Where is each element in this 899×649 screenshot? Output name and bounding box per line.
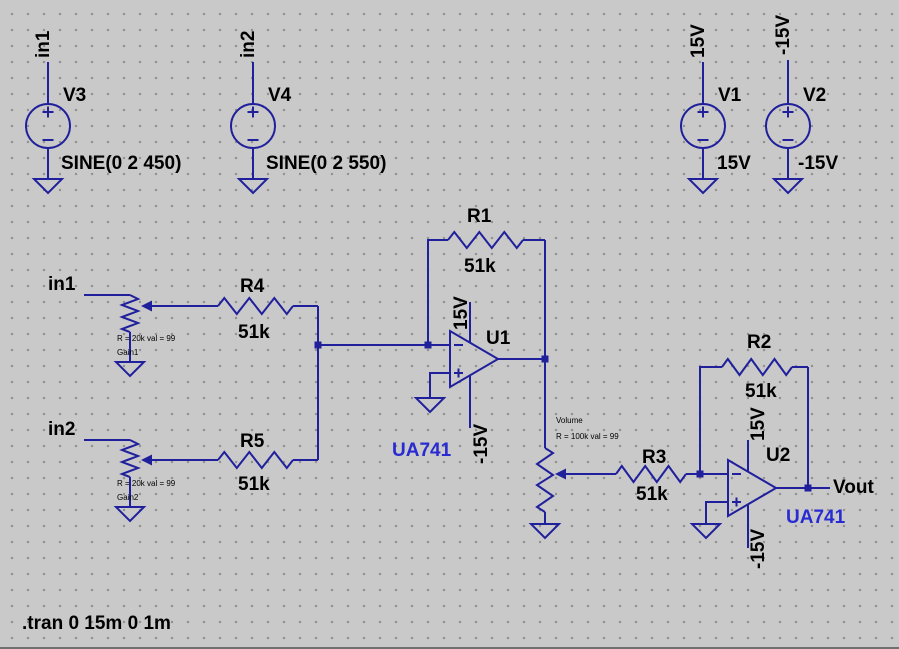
- voltage-source-v1[interactable]: 15V V1 15V: [680, 24, 751, 195]
- ground-icon[interactable]: [686, 178, 720, 195]
- net-label-vplus[interactable]: 15V: [748, 407, 769, 441]
- resistor-body[interactable]: [119, 439, 141, 478]
- resistor-r5[interactable]: R5 51k: [217, 431, 318, 495]
- ground-icon[interactable]: [689, 523, 723, 540]
- resistor-r4[interactable]: R4 51k: [217, 276, 318, 343]
- noninverting-input-icon: [454, 368, 463, 378]
- source-name[interactable]: V2: [803, 85, 826, 106]
- spice-directive[interactable]: .tran 0 15m 0 1m: [22, 613, 171, 634]
- opamp-name[interactable]: U1: [486, 328, 511, 349]
- source-value[interactable]: SINE(0 2 450): [61, 153, 181, 174]
- ground-icon[interactable]: [528, 523, 562, 540]
- voltage-source-v2[interactable]: -15V V2 -15V: [765, 15, 838, 195]
- pot-gain2[interactable]: in2 R = 20k val = 99 Gain2: [48, 419, 218, 523]
- pot-params[interactable]: R = 100k val = 99: [556, 432, 619, 441]
- resistor-value[interactable]: 51k: [238, 474, 270, 495]
- resistor-name[interactable]: R2: [747, 332, 771, 353]
- net-label-vminus[interactable]: -15V: [471, 424, 492, 464]
- resistor-value[interactable]: 51k: [464, 256, 496, 277]
- source-value[interactable]: 15V: [717, 153, 751, 174]
- plus-sign-icon: [42, 106, 54, 118]
- wire[interactable]: [429, 372, 450, 398]
- net-label-15v-top[interactable]: 15V: [688, 24, 709, 58]
- resistor-body[interactable]: [217, 450, 294, 470]
- pot-name[interactable]: Gain2: [117, 493, 139, 502]
- pot-params[interactable]: R = 20k val = 99: [117, 479, 176, 488]
- pot-volume[interactable]: Volume R = 100k val = 99: [528, 416, 619, 540]
- ground-icon[interactable]: [413, 397, 447, 414]
- net-label-minus15v-top[interactable]: -15V: [773, 15, 794, 55]
- resistor-body[interactable]: [217, 296, 294, 316]
- wire[interactable]: [699, 366, 722, 474]
- junction-dot: [696, 470, 704, 478]
- net-label-in1-top[interactable]: in1: [33, 30, 54, 58]
- wiper-arrow-icon: [555, 468, 566, 480]
- resistor-value[interactable]: 51k: [238, 322, 270, 343]
- voltage-source-v3[interactable]: in1 V3 SINE(0 2 450): [25, 30, 181, 195]
- plus-sign-icon: [697, 106, 709, 118]
- pot-gain1[interactable]: in1 R = 20k val = 99 Gain1: [48, 274, 218, 378]
- wiper-arrow-icon: [141, 454, 152, 466]
- wire[interactable]: [427, 239, 448, 345]
- pot-name[interactable]: Volume: [556, 416, 583, 425]
- wiper-arrow-icon: [141, 300, 152, 312]
- resistor-name[interactable]: R1: [467, 206, 492, 227]
- source-name[interactable]: V4: [268, 85, 292, 106]
- ground-icon[interactable]: [113, 506, 147, 523]
- resistor-body[interactable]: [535, 447, 555, 513]
- resistor-name[interactable]: R3: [642, 447, 666, 468]
- source-value[interactable]: -15V: [798, 153, 838, 174]
- resistor-value[interactable]: 51k: [745, 381, 777, 402]
- wire[interactable]: [705, 501, 728, 524]
- net-label-in2-top[interactable]: in2: [238, 31, 259, 58]
- resistor-r2[interactable]: R2 51k: [696, 332, 809, 488]
- opamp-model[interactable]: UA741: [786, 507, 846, 528]
- net-label-vout[interactable]: Vout: [833, 477, 874, 498]
- junction-dot: [314, 341, 322, 349]
- resistor-name[interactable]: R5: [240, 431, 265, 452]
- opamp-name[interactable]: U2: [766, 445, 790, 466]
- net-label-vminus[interactable]: -15V: [748, 529, 769, 569]
- plus-sign-icon: [247, 106, 259, 118]
- source-value[interactable]: SINE(0 2 550): [266, 153, 386, 174]
- net-label-vplus[interactable]: 15V: [451, 296, 472, 330]
- resistor-r1[interactable]: R1 51k: [427, 206, 546, 359]
- junction-dot: [804, 484, 812, 492]
- resistor-name[interactable]: R4: [240, 276, 265, 297]
- ground-icon[interactable]: [113, 361, 147, 378]
- pot-params[interactable]: R = 20k val = 99: [117, 334, 176, 343]
- ground-icon[interactable]: [31, 178, 65, 195]
- resistor-body[interactable]: [447, 230, 524, 250]
- resistor-body[interactable]: [119, 294, 141, 333]
- pot-name[interactable]: Gain1: [117, 348, 139, 357]
- noninverting-input-icon: [732, 497, 741, 507]
- source-name[interactable]: V1: [718, 85, 742, 106]
- ground-icon[interactable]: [236, 178, 270, 195]
- opamp-triangle-icon[interactable]: [449, 329, 500, 389]
- resistor-body[interactable]: [615, 464, 687, 484]
- net-label-in2[interactable]: in2: [48, 419, 75, 440]
- opamp-triangle-icon[interactable]: [727, 458, 778, 518]
- opamp-u1[interactable]: 15V -15V U1 UA741: [392, 296, 549, 464]
- opamp-u2[interactable]: 15V -15V U2 UA741 Vout: [689, 407, 874, 569]
- ground-icon[interactable]: [771, 178, 805, 195]
- voltage-source-v4[interactable]: in2 V4 SINE(0 2 550): [230, 31, 386, 195]
- resistor-body[interactable]: [721, 357, 793, 377]
- opamp-model[interactable]: UA741: [392, 440, 452, 461]
- source-name[interactable]: V3: [63, 85, 86, 106]
- net-label-in1[interactable]: in1: [48, 274, 76, 295]
- plus-sign-icon: [782, 106, 794, 118]
- resistor-r3[interactable]: R3 51k: [615, 447, 728, 505]
- resistor-value[interactable]: 51k: [636, 484, 668, 505]
